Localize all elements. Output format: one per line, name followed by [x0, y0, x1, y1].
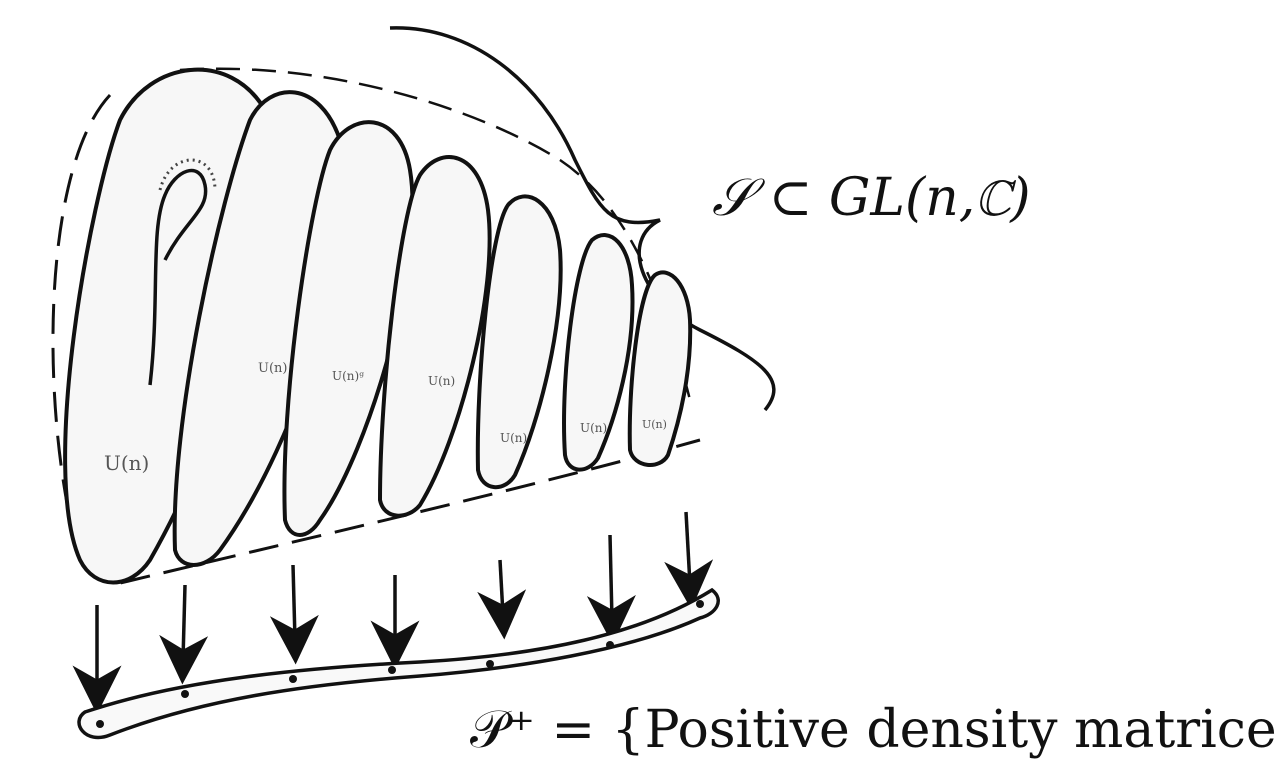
projection-arrow-2 — [183, 585, 185, 660]
fiber-label-4: U(n) — [428, 374, 455, 388]
fiber-label-3: U(n)ᵍ — [332, 369, 364, 383]
fiber-7 — [630, 272, 690, 465]
base-point-6 — [606, 641, 614, 649]
group-label: 𝒮 ⊂ GL(n,ℂ) — [712, 168, 1031, 229]
fiber-label-1: U(n) — [104, 451, 149, 475]
base-point-4 — [388, 666, 396, 674]
fibers — [65, 70, 690, 583]
base-point-1 — [96, 720, 104, 728]
base-point-5 — [486, 660, 494, 668]
base-point-3 — [289, 675, 297, 683]
projection-arrow-6 — [610, 535, 612, 620]
base-point-2 — [181, 690, 189, 698]
projection-arrow-7 — [686, 512, 690, 585]
base-space-label: 𝒫⁺ = {Positive density matrices} — [470, 700, 1278, 761]
fiber-label-2: U(n) — [258, 361, 287, 376]
projection-arrow-5 — [500, 560, 503, 615]
fiber-label-6: U(n) — [580, 421, 607, 435]
base-point-7 — [696, 600, 704, 608]
fiber-label-5: U(n) — [500, 431, 527, 445]
projection-arrow-3 — [293, 565, 295, 640]
fiber-label-7: U(n) — [642, 418, 667, 431]
